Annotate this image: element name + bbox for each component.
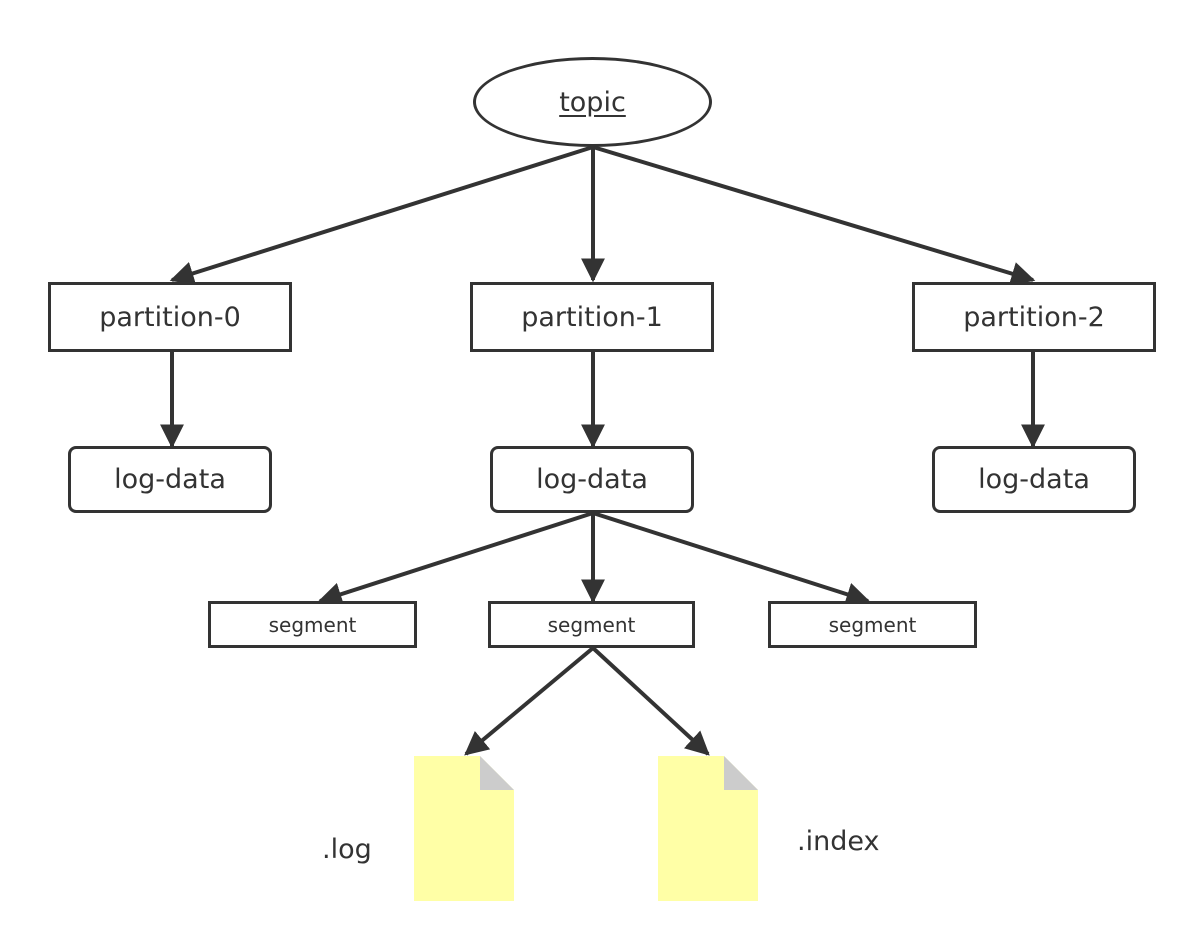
log-data-2-label: log-data [978, 464, 1090, 495]
log-data-2-node: log-data [932, 446, 1136, 513]
log-data-1-label: log-data [536, 464, 648, 495]
segment-0-node: segment [208, 601, 417, 648]
partition-1-node: partition-1 [470, 282, 714, 352]
segment-1-node: segment [488, 601, 695, 648]
segment-2-label: segment [828, 612, 917, 637]
partition-1-label: partition-1 [521, 301, 663, 333]
partition-0-node: partition-0 [48, 282, 292, 352]
partition-2-node: partition-2 [912, 282, 1156, 352]
segment-2-node: segment [768, 601, 977, 648]
edge-segment-index-file [591, 646, 710, 756]
log-data-1-node: log-data [490, 446, 694, 513]
partition-2-label: partition-2 [963, 301, 1105, 333]
segment-1-label: segment [547, 612, 636, 637]
edge-topic-partition-2 [592, 145, 1036, 286]
index-file-icon [658, 756, 758, 901]
topic-label: topic [559, 86, 626, 118]
log-file-label: .log [322, 834, 372, 865]
partition-0-label: partition-0 [99, 301, 241, 333]
index-file-label: .index [797, 826, 880, 857]
log-data-0-node: log-data [68, 446, 272, 513]
edge-topic-partition-0 [169, 145, 594, 285]
log-file-icon [414, 756, 514, 901]
topic-node: topic [473, 57, 712, 147]
log-data-0-label: log-data [114, 464, 226, 495]
segment-0-label: segment [268, 612, 357, 637]
edge-segment-log-file [464, 646, 595, 756]
edge-logdata-segment-2 [592, 511, 871, 606]
edge-logdata-segment-0 [317, 511, 594, 606]
